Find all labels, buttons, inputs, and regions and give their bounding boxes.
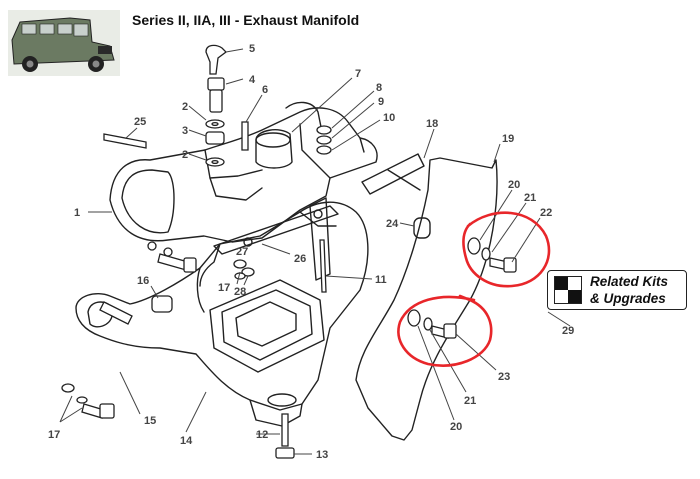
callout-4: 4 — [249, 74, 256, 86]
callout-7: 7 — [355, 68, 361, 80]
callout-20-lower: 20 — [450, 421, 462, 433]
callout-24: 24 — [386, 218, 399, 230]
callout-5: 5 — [249, 43, 255, 55]
callout-3: 3 — [182, 125, 188, 137]
callout-15: 15 — [144, 415, 156, 427]
callout-21-lower: 21 — [464, 395, 476, 407]
related-kits-line2: & Upgrades — [590, 291, 666, 306]
leader-lines — [59, 48, 571, 455]
highlight-marks — [397, 211, 551, 367]
callout-6: 6 — [262, 84, 268, 96]
callout-27: 27 — [236, 246, 248, 258]
callout-21-upper: 21 — [524, 192, 536, 204]
callout-labels: 5 4 2 3 2 6 7 8 9 10 25 1 26 27 11 16 17… — [48, 43, 574, 461]
callout-17-mid: 17 — [218, 282, 230, 294]
callout-23: 23 — [498, 371, 510, 383]
callout-20-upper: 20 — [508, 179, 520, 191]
callout-10: 10 — [383, 112, 395, 124]
callout-17-lower: 17 — [48, 429, 60, 441]
callout-29: 29 — [562, 325, 574, 337]
manifold-drawing — [75, 101, 498, 441]
callout-26: 26 — [294, 253, 306, 265]
callout-22: 22 — [540, 207, 552, 219]
callout-9: 9 — [378, 96, 384, 108]
callout-8: 8 — [376, 82, 382, 94]
callout-2-upper: 2 — [182, 101, 188, 113]
callout-11: 11 — [375, 274, 387, 286]
callout-25: 25 — [134, 116, 146, 128]
callout-13: 13 — [316, 449, 328, 461]
callout-1: 1 — [74, 207, 80, 219]
fasteners — [61, 44, 517, 459]
checker-flag-icon — [554, 276, 582, 304]
callout-16: 16 — [137, 275, 149, 287]
callout-28: 28 — [234, 286, 246, 298]
callout-18: 18 — [426, 118, 438, 130]
related-kits-line1: Related Kits — [590, 274, 669, 289]
callout-14: 14 — [180, 435, 193, 447]
vehicle-thumbnail — [8, 10, 120, 76]
related-kits-button[interactable]: Related Kits & Upgrades — [547, 270, 687, 310]
related-kits-label: Related Kits & Upgrades — [590, 273, 668, 307]
page-title: Series II, IIA, III - Exhaust Manifold — [132, 12, 360, 28]
callout-12: 12 — [256, 429, 268, 441]
callout-2-lower: 2 — [182, 149, 188, 161]
callout-19: 19 — [502, 133, 514, 145]
